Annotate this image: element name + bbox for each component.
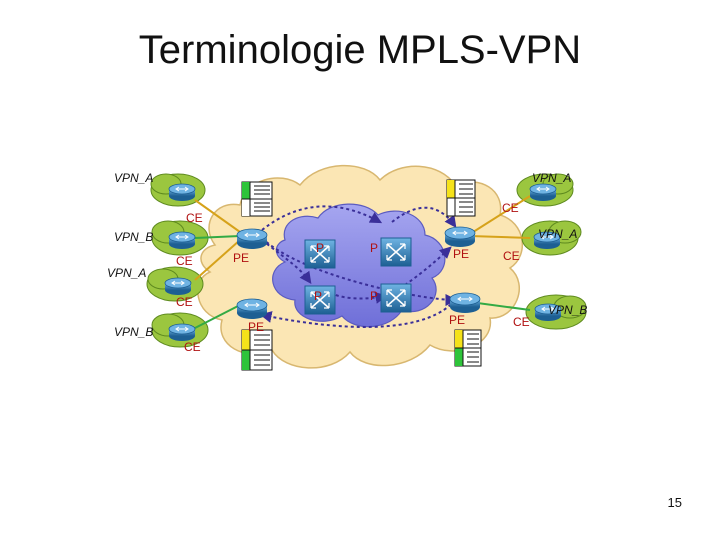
ce-label: CE — [513, 315, 530, 329]
ce-label: CE — [503, 249, 520, 263]
ce-label: CE — [186, 211, 203, 225]
vrf-table-icon — [454, 329, 482, 367]
vrf-table-icon — [241, 181, 273, 217]
router-icon — [236, 228, 268, 249]
router-icon — [168, 323, 196, 341]
label-switch-router-icon — [380, 283, 412, 313]
pe-label: PE — [233, 251, 249, 265]
vrf-table-icon — [446, 179, 476, 217]
label-switch-router-icon — [304, 239, 336, 269]
vpn-b-label: VPN_B — [548, 303, 587, 317]
router-icon — [533, 231, 561, 249]
core-cloud-icon — [272, 203, 446, 328]
vpn-b-label: VPN_B — [114, 325, 153, 339]
label-switch-router-icon — [380, 237, 412, 267]
vpn-a-label: VPN_A — [114, 171, 153, 185]
label-switch-router-icon — [304, 285, 336, 315]
router-icon — [534, 303, 562, 321]
ce-label: CE — [184, 340, 201, 354]
p-label: P — [316, 241, 324, 255]
router-icon — [168, 231, 196, 249]
vrf-table-icon — [241, 329, 273, 371]
slide-number: 15 — [667, 495, 682, 510]
p-label: P — [370, 241, 378, 255]
vpn-a-label: VPN_A — [107, 266, 146, 280]
slide-title: Terminologie MPLS-VPN — [138, 28, 582, 72]
ce-label: CE — [176, 295, 193, 309]
router-icon — [168, 183, 196, 201]
ce-label: CE — [502, 201, 519, 215]
vpn-a-label: VPN_A — [538, 227, 577, 241]
ce-label: CE — [176, 254, 193, 268]
pe-label: PE — [248, 320, 264, 334]
router-icon — [529, 183, 557, 201]
vpn-b-label: VPN_B — [114, 230, 153, 244]
p-label: P — [370, 289, 378, 303]
router-icon — [449, 292, 481, 313]
router-icon — [236, 298, 268, 319]
p-label: P — [314, 289, 322, 303]
pe-label: PE — [453, 247, 469, 261]
router-icon — [164, 277, 192, 295]
router-icon — [444, 226, 476, 247]
vpn-a-label: VPN_A — [532, 171, 571, 185]
pe-label: PE — [449, 313, 465, 327]
